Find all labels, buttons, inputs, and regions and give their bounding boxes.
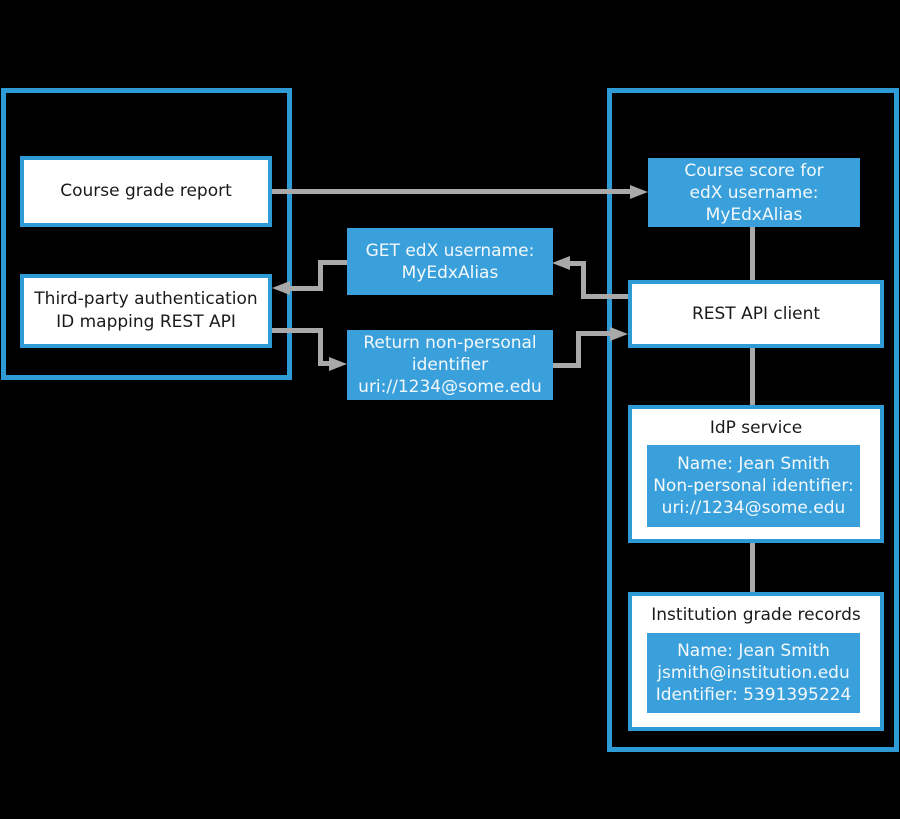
arrow-rest-api-to-get-username	[581, 261, 586, 299]
institution-records-panel: Institution grade records Name: Jean Smi…	[628, 592, 884, 731]
arrow-get-username-to-third-party-head	[272, 281, 290, 295]
course-grade-report-box: Course grade report	[20, 156, 272, 227]
institution-record-line2: jsmith@institution.edu	[657, 663, 850, 683]
arrow-get-username-to-third-party	[318, 260, 347, 265]
institution-record-line1: Name: Jean Smith	[677, 641, 830, 661]
return-identifier-line1: Return non-personal	[363, 333, 537, 353]
course-score-line2: edX username:	[689, 182, 819, 203]
third-party-auth-box: Third-party authentication ID mapping RE…	[20, 274, 272, 348]
connector-rest-api-idp	[750, 346, 755, 407]
connector-idp-institution	[750, 541, 755, 594]
arrow-get-username-to-third-party	[318, 260, 323, 291]
arrow-third-party-to-return-identifier	[318, 361, 331, 366]
connector-course-score-rest-api	[750, 224, 755, 282]
third-party-auth-line1: Third-party authentication	[34, 289, 258, 309]
arrow-return-identifier-to-rest-api-head	[610, 327, 628, 341]
idp-service-panel: IdP service Name: Jean Smith Non-persona…	[628, 405, 884, 543]
institution-container	[607, 88, 899, 752]
get-username-message-box: GET edX username: MyEdxAlias	[347, 228, 553, 295]
return-identifier-line3: uri://1234@some.edu	[358, 377, 542, 397]
arrow-grade-report-to-course-score-head	[630, 185, 648, 199]
idp-record-box: Name: Jean Smith Non-personal identifier…	[647, 445, 860, 527]
arrow-third-party-to-return-identifier	[318, 328, 323, 366]
institution-records-title: Institution grade records	[651, 605, 861, 625]
course-score-line3: MyEdxAlias	[705, 204, 803, 225]
institution-record-box: Name: Jean Smith jsmith@institution.edu …	[647, 633, 860, 713]
idp-record-line2: Non-personal identifier:	[653, 476, 854, 496]
idp-record-line3: uri://1234@some.edu	[661, 498, 846, 518]
edx-container	[1, 88, 292, 380]
arrow-rest-api-to-get-username	[583, 294, 628, 299]
idp-record-line1: Name: Jean Smith	[677, 454, 830, 474]
get-username-line1: GET edX username:	[365, 240, 535, 261]
arrow-rest-api-to-get-username	[566, 261, 583, 266]
idp-service-title: IdP service	[709, 418, 803, 438]
rest-api-client-box: REST API client	[628, 280, 884, 348]
third-party-auth-line2: ID mapping REST API	[56, 312, 236, 332]
course-grade-report-label: Course grade report	[60, 181, 232, 201]
course-score-box: Course score for edX username: MyEdxAlia…	[648, 158, 860, 227]
arrow-return-identifier-to-rest-api	[576, 331, 612, 336]
arrow-grade-report-to-course-score	[272, 189, 632, 194]
return-identifier-message-box: Return non-personal identifier uri://123…	[347, 330, 553, 400]
return-identifier-line2: identifier	[411, 355, 489, 375]
arrow-get-username-to-third-party	[288, 286, 320, 291]
get-username-line2: MyEdxAlias	[401, 262, 499, 283]
arrow-return-identifier-to-rest-api	[553, 363, 581, 368]
arrow-return-identifier-to-rest-api	[576, 331, 581, 368]
rest-api-client-label: REST API client	[691, 303, 821, 324]
arrow-third-party-to-return-identifier-head	[329, 357, 347, 371]
arrow-rest-api-to-get-username-head	[552, 256, 570, 270]
arrow-third-party-to-return-identifier	[272, 328, 320, 333]
institution-record-line3: Identifier: 5391395224	[655, 685, 852, 705]
course-score-line1: Course score for	[684, 160, 824, 181]
